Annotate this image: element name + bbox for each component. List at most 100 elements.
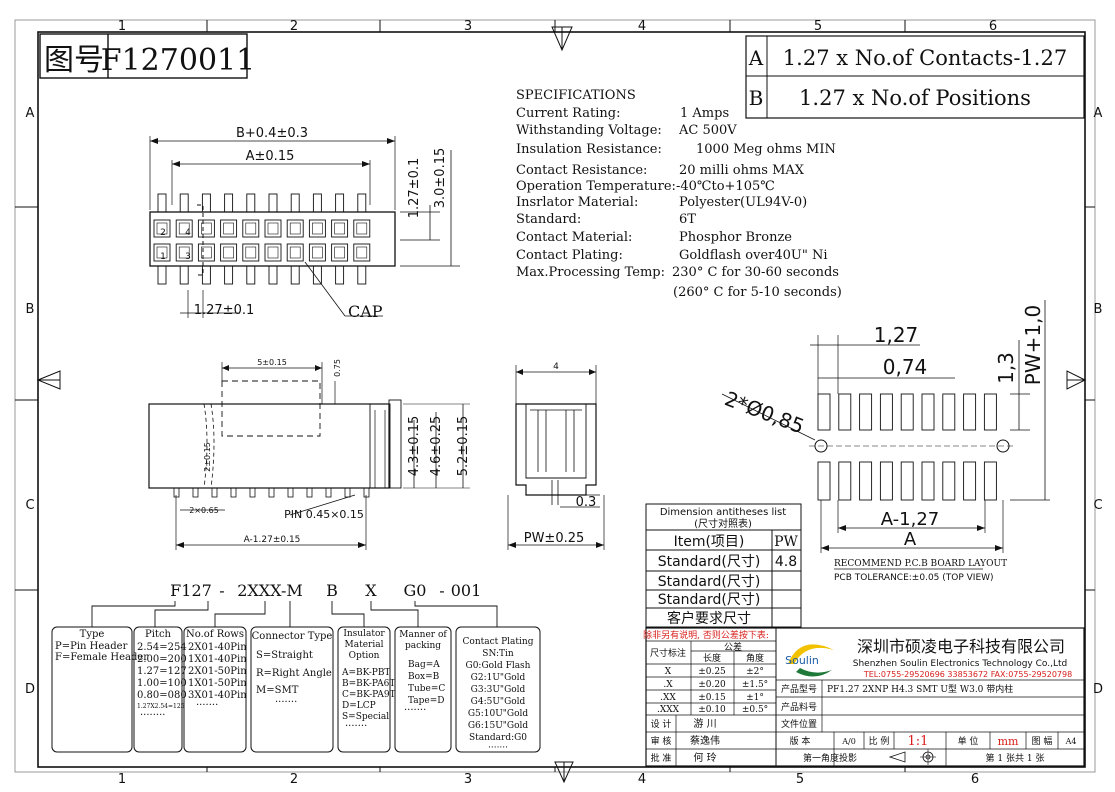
antithesis-subtitle: (尺寸对照表) xyxy=(694,517,752,530)
pcb-pad-bottom xyxy=(859,461,873,501)
bottom-pin xyxy=(157,265,167,285)
tol-mark: .XX xyxy=(660,693,676,703)
pcb-pad-bottom xyxy=(942,461,956,501)
company-name-en: Shenzhen Soulin Electronics Technology C… xyxy=(853,659,1067,669)
spec-value: 1 Amps xyxy=(680,106,729,121)
center-mark-right-icon xyxy=(1066,370,1087,390)
row-label-right: A xyxy=(1094,106,1103,121)
contact-inner xyxy=(245,246,257,259)
formula-box: A 1.27 x No.of Contacts-1.27 B 1.27 x No… xyxy=(745,35,1085,119)
review-label: 审 核 xyxy=(651,735,672,747)
group-line: 2X01-50Pin xyxy=(188,666,247,677)
dim-side-075: 0.75 xyxy=(333,359,342,377)
dim-side-pin: PIN 0.45×0.15 xyxy=(284,508,364,521)
dim-side-h2: 4.6±0.25 xyxy=(429,416,444,477)
group-line: M=SMT xyxy=(256,685,299,696)
group-line: G3:3U"Gold xyxy=(471,685,526,695)
group-line: R=Right Angle xyxy=(256,668,332,679)
side-view: 5±0.15 0.75 2±0.15 4.3±0.15 4.6±0.25 5.2… xyxy=(148,358,471,550)
group-title-pitch: Pitch xyxy=(145,629,172,640)
pcb-pad-bottom xyxy=(900,461,914,501)
group-line: S=Straight xyxy=(256,650,313,661)
pages-label: 第 1 张共 1 张 xyxy=(986,752,1045,764)
spec-value: Phosphor Bronze xyxy=(679,230,792,245)
dim-pcb-a127: A-1,27 xyxy=(881,509,940,530)
col-label-bottom: 4 xyxy=(638,772,646,787)
contact-inner xyxy=(201,246,212,259)
contact-inner xyxy=(178,246,190,259)
contact-inner xyxy=(223,222,234,235)
group-line: S=Special xyxy=(342,712,389,722)
partno-label: 产品料号 xyxy=(781,701,817,713)
contact-inner xyxy=(156,246,168,259)
contact-inner xyxy=(312,222,323,235)
dim-side-5: 5±0.15 xyxy=(257,358,287,367)
col-label-top: 2 xyxy=(290,19,298,34)
contact-cell xyxy=(264,219,282,238)
version-value: A/0 xyxy=(841,737,856,746)
drawing-number-value: F1270011 xyxy=(101,43,255,78)
contact-inner xyxy=(356,246,368,259)
group-line: G5:10U"Gold xyxy=(468,709,529,719)
pcb-pad-top xyxy=(963,393,977,431)
pcb-pad-top xyxy=(900,393,914,431)
bottom-pin xyxy=(246,265,256,285)
dim-pcb-hole: 2*Ø0,85 xyxy=(721,386,807,438)
group-line: Tape=D xyxy=(408,696,445,706)
contact-cell xyxy=(197,219,215,238)
group-line: Standard:G0 xyxy=(469,733,527,743)
top-pin xyxy=(157,193,167,213)
scale-label: 比 例 xyxy=(869,735,890,747)
version-label: 版 本 xyxy=(790,735,811,747)
company-phone: TEL:0755-29520696 33853672 FAX:0755-2952… xyxy=(863,670,1072,679)
dim-top-a: A±0.15 xyxy=(246,149,295,164)
tol-length: ±0.25 xyxy=(698,667,726,677)
side-pin xyxy=(192,487,199,498)
logo-swoosh-icon xyxy=(788,644,834,664)
dim-side-265: 2×0.65 xyxy=(189,506,219,515)
spec-label: Contact Plating: xyxy=(516,248,623,263)
group-line: C=BK-PA9T xyxy=(342,690,396,700)
contact-inner xyxy=(312,246,323,259)
group-line: 2X01-40Pin xyxy=(188,642,247,653)
group-line: ······· xyxy=(488,743,508,753)
dim-pcb-a: A xyxy=(904,529,917,550)
col-label-top: 6 xyxy=(989,19,997,34)
contact-cell xyxy=(153,219,171,238)
tol-length: ±0.10 xyxy=(698,705,726,715)
tol-angle: ±1° xyxy=(746,693,764,703)
pcb-pad-bottom xyxy=(963,461,977,501)
group-title-connector: Connector Type xyxy=(252,631,333,642)
spec-label: Operation Temperature: xyxy=(516,179,676,194)
end-view: 4 0.3 PW±0.25 xyxy=(507,362,605,550)
bottom-pin xyxy=(335,265,345,285)
pcb-pad-bottom xyxy=(921,461,935,501)
spec-value: AC 500V xyxy=(678,123,737,138)
contact-inner xyxy=(156,222,168,235)
review-name: 蔡逸伟 xyxy=(690,734,720,747)
code-segment: G0 xyxy=(404,581,427,600)
pcb-pad-top xyxy=(942,393,956,431)
contact-inner xyxy=(334,246,345,259)
top-pin xyxy=(246,193,256,213)
pcb-pad-top xyxy=(921,393,935,431)
contact-inner xyxy=(334,222,345,235)
group-line: G2:1U"Gold xyxy=(471,673,526,683)
side-pin xyxy=(363,487,370,498)
drawing-number-box: 图号 F1270011 xyxy=(39,33,255,79)
code-segment: X xyxy=(365,581,377,600)
approve-name: 何 玲 xyxy=(693,751,716,764)
col-label-bottom: 3 xyxy=(464,772,472,787)
row-label-left: D xyxy=(25,682,35,697)
group-line: SN:Tin xyxy=(482,649,514,659)
top-pin xyxy=(312,193,322,213)
contact-inner xyxy=(289,222,301,235)
spec-value: 1000 Meg ohms MIN xyxy=(696,142,836,157)
length-label: 长度 xyxy=(703,652,721,664)
contact-cell xyxy=(308,243,326,262)
code-segment: 2XXX-M xyxy=(237,581,303,600)
group-line: ······· xyxy=(404,705,426,716)
top-view: B+0.4±0.3 A±0.15 1.27±0.1 3.0±0.15 1.27±… xyxy=(149,126,460,321)
